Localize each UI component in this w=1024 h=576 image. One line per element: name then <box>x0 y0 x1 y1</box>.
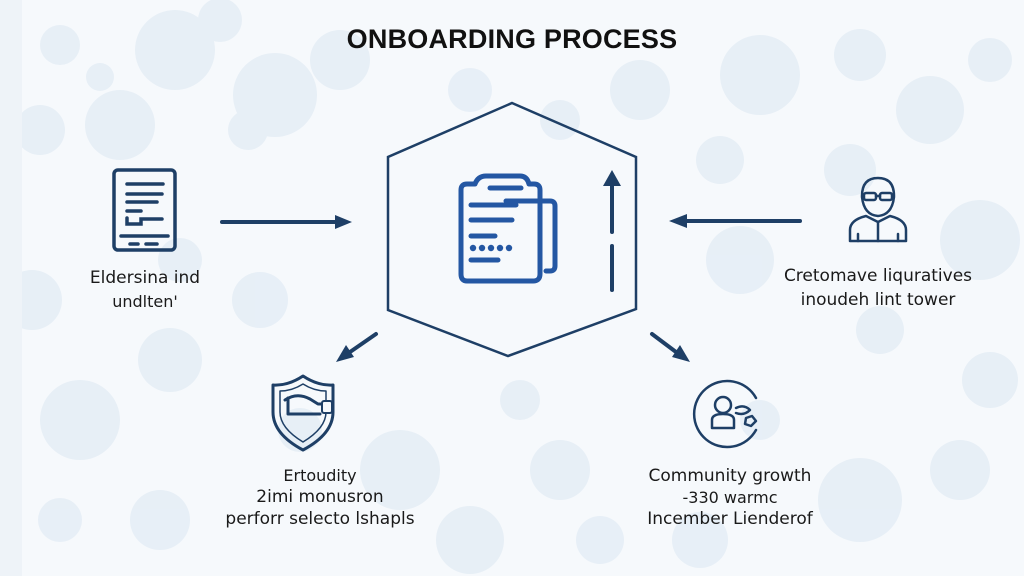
node-bottom-right-title: Community growth <box>648 466 812 486</box>
node-right-title: Cretomave liquratives <box>783 266 973 286</box>
node-bottom-left-detail: perforr selecto lshapls <box>225 509 415 529</box>
node-left-title: Eldersina ind <box>89 268 201 288</box>
document-tablet-icon <box>112 168 177 252</box>
progress-dots <box>469 244 513 252</box>
node-bottom-left-label: Ertoudity 2imi monusron perforr selecto … <box>190 466 450 529</box>
node-right-label: Cretomave liquratives inoudeh lint tower <box>758 266 998 310</box>
node-left-subtitle: undlten' <box>112 292 178 311</box>
arrow-left-to-center <box>220 215 352 229</box>
center-hexagon <box>386 101 638 358</box>
arrow-up-icon <box>603 170 621 292</box>
page-title: ONBOARDING PROCESS <box>346 24 678 54</box>
arrow-right-to-center <box>669 214 802 228</box>
node-bottom-left-title: Ertoudity <box>283 466 357 485</box>
node-bottom-right-label: Community growth -330 warmc Incember Lie… <box>610 466 850 529</box>
left-edge-strip <box>0 0 22 576</box>
node-bottom-right-subtitle: -330 warmc <box>682 488 778 507</box>
node-bottom-left-subtitle: 2imi monusron <box>256 487 384 507</box>
node-bottom-right-detail: Incember Lienderof <box>647 509 813 529</box>
clipboard-document-icon <box>458 173 558 284</box>
community-circle-icon <box>692 379 758 449</box>
arrow-center-to-bottom-right <box>650 332 690 362</box>
person-with-glasses-icon <box>848 176 908 243</box>
shield-icon <box>271 374 335 452</box>
arrow-center-to-bottom-left <box>336 332 378 362</box>
node-left-label: Eldersina ind undlten' <box>55 268 235 311</box>
node-right-subtitle: inoudeh lint tower <box>800 290 956 310</box>
